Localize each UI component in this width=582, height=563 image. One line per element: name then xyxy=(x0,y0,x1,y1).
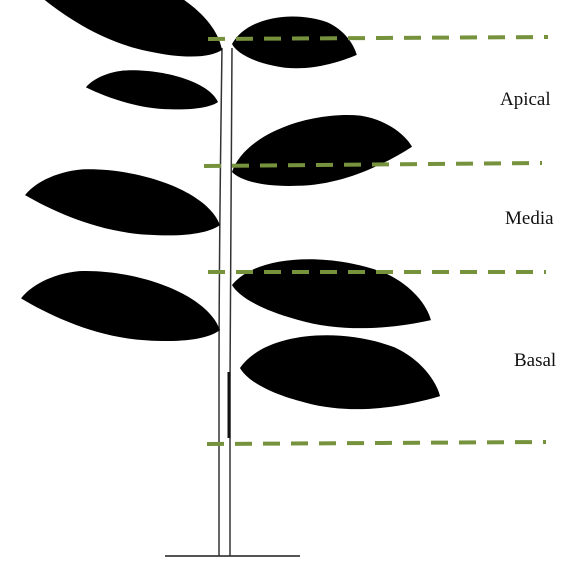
divider-bottom xyxy=(207,442,546,444)
media-leaf-left xyxy=(21,158,228,246)
media-leaf-lower-right xyxy=(228,244,438,344)
apical-leaf-inner xyxy=(84,65,222,115)
zone-label-basal: Basal xyxy=(514,350,556,372)
basal-leaf-left xyxy=(17,259,228,352)
basal-leaf-right xyxy=(236,322,446,422)
media-leaf-right xyxy=(226,105,415,196)
apical-leaf-left xyxy=(22,0,236,74)
plant-stem xyxy=(219,48,232,556)
zone-label-apical: Apical xyxy=(500,89,551,111)
apical-leaf-right xyxy=(230,11,359,74)
zone-label-media: Media xyxy=(505,208,554,230)
